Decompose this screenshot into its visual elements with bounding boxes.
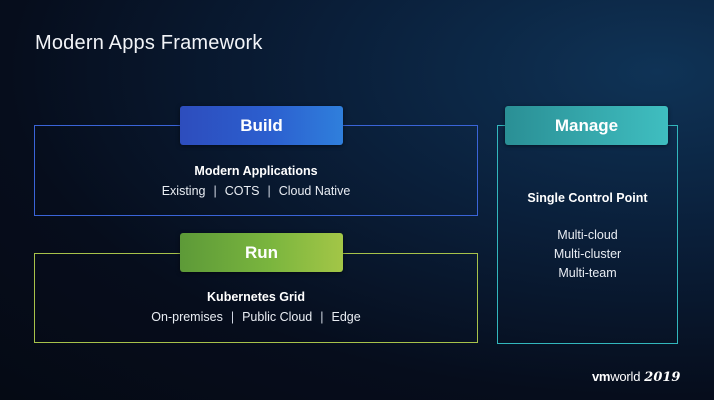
separator: | [230, 310, 235, 324]
run-label: Run [180, 233, 343, 272]
separator: | [320, 310, 324, 324]
run-items: On-premises | Public Cloud | Edge [34, 310, 478, 324]
slide-title: Modern Apps Framework [35, 32, 263, 54]
manage-item: Multi-cloud [557, 228, 618, 242]
build-heading: Modern Applications [194, 164, 318, 178]
logo-vm: vm [592, 369, 611, 384]
manage-item: Multi-cluster [553, 247, 622, 261]
manage-label: Manage [505, 106, 668, 145]
run-heading: Kubernetes Grid [207, 290, 305, 304]
build-items: Existing | COTS | Cloud Native [34, 184, 478, 198]
build-item: COTS [224, 184, 260, 198]
separator: | [213, 184, 217, 198]
build-item: Existing [161, 184, 206, 198]
logo-year: 2019 [644, 370, 681, 385]
manage-item: Multi-team [558, 266, 617, 280]
run-item: Public Cloud [242, 310, 313, 324]
build-item: Cloud Native [278, 184, 351, 198]
run-item: Edge [331, 310, 361, 324]
run-item: On-premises [151, 310, 223, 324]
separator: | [267, 184, 271, 198]
manage-heading: Single Control Point [527, 191, 648, 205]
logo-world: world [610, 369, 641, 384]
build-label: Build [180, 106, 343, 145]
